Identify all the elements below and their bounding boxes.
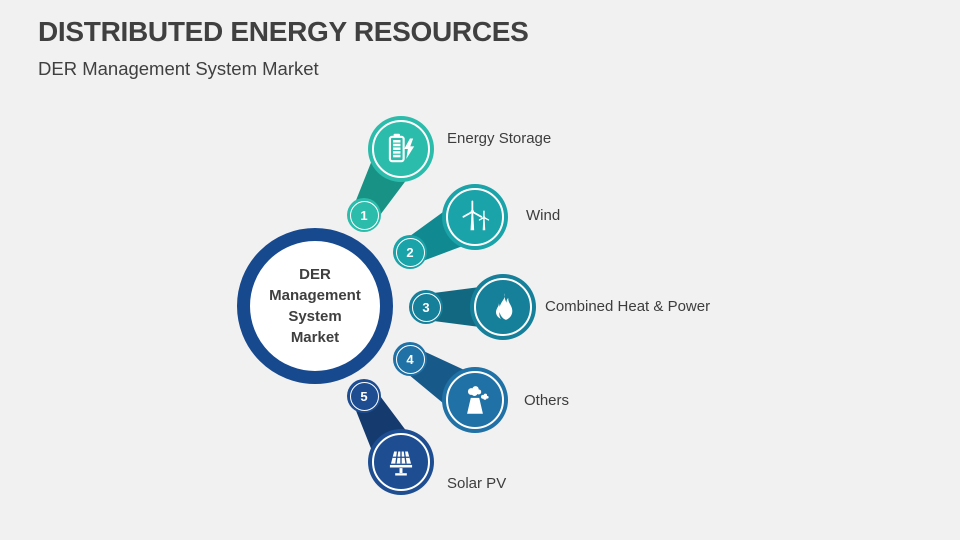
node-circle-wind [442, 184, 508, 250]
solar-panel-icon [389, 451, 413, 476]
node-label-wind: Wind [526, 207, 561, 224]
slide-subtitle: DER Management System Market [38, 58, 319, 79]
node-circle-energy-storage [368, 116, 434, 182]
center-label: DER Management System Market [269, 266, 361, 346]
node-label-energy-storage: Energy Storage [447, 130, 552, 147]
node-circle-chp [470, 274, 536, 340]
slide-title: DISTRIBUTED ENERGY RESOURCES [38, 16, 529, 47]
wind-turbine-icon [462, 200, 490, 231]
node-circle-solar-pv [368, 429, 434, 495]
node-label-solar-pv: Solar PV [447, 475, 507, 492]
battery-lightning-icon [388, 133, 415, 163]
number-badge-2-text: 2 [406, 244, 414, 260]
number-badge-3: 3 [409, 290, 443, 324]
number-badge-5: 5 [347, 379, 381, 413]
number-badge-5-text: 5 [360, 388, 368, 404]
number-badge-4: 4 [393, 342, 427, 376]
factory-icon [467, 386, 489, 414]
number-badge-1: 1 [347, 198, 381, 232]
number-badge-4-text: 4 [406, 351, 414, 367]
node-circle-others [442, 367, 508, 433]
flame-icon [495, 293, 513, 320]
number-badge-2: 2 [393, 235, 427, 269]
center-circle: DER Management System Market [237, 228, 393, 384]
number-badge-1-text: 1 [360, 207, 368, 223]
number-badge-3-text: 3 [422, 299, 430, 315]
node-label-others: Others [524, 392, 570, 409]
node-label-chp: Combined Heat & Power [545, 298, 711, 315]
